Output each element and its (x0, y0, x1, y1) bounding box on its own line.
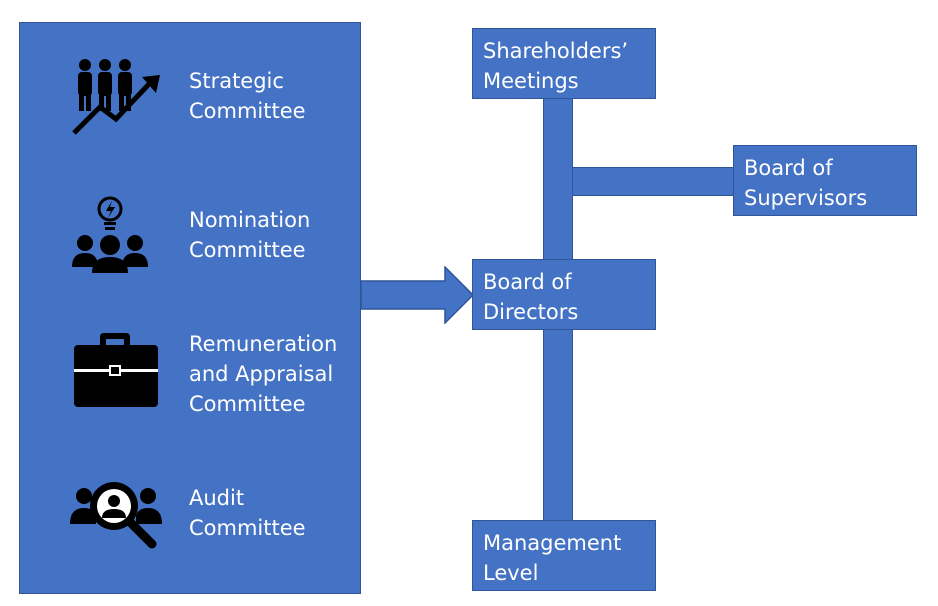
management-level-box: Management Level (472, 520, 656, 591)
node-label-line: Meetings (483, 69, 579, 93)
committee-label-line: Committee (189, 516, 306, 540)
committee-label-line: Nomination (189, 208, 311, 232)
shareholders-meetings-box: Shareholders’ Meetings (472, 28, 656, 99)
board-of-directors-box: Board of Directors (472, 259, 656, 330)
node-label-line: Shareholders’ (483, 39, 629, 63)
audit-search-icon (70, 478, 162, 550)
strategic-committee-label: Strategic Committee (189, 66, 359, 126)
board-of-supervisors-box: Board of Supervisors (733, 145, 917, 216)
supervisors-connector (572, 167, 734, 196)
committee-label-line: Committee (189, 99, 306, 123)
node-label-line: Board of (744, 156, 833, 180)
committees-panel: Strategic Committee Nomination Committee (19, 22, 361, 594)
directors-to-management-connector (543, 329, 573, 521)
committee-label-line: Remuneration (189, 332, 338, 356)
committee-label-line: and Appraisal (189, 362, 334, 386)
nomination-committee-label: Nomination Committee (189, 205, 359, 265)
people-growth-icon (70, 57, 162, 135)
committee-label-line: Committee (189, 238, 306, 262)
node-label-line: Directors (483, 300, 579, 324)
committee-label-line: Committee (189, 392, 306, 416)
team-idea-icon (70, 193, 156, 275)
briefcase-icon (70, 331, 160, 409)
remuneration-committee-label: Remuneration and Appraisal Committee (189, 329, 359, 419)
node-label-line: Management (483, 531, 622, 555)
committee-label-line: Strategic (189, 69, 284, 93)
node-label-line: Board of (483, 270, 572, 294)
node-label-line: Supervisors (744, 186, 868, 210)
audit-committee-label: Audit Committee (189, 483, 359, 543)
committee-label-line: Audit (189, 486, 245, 510)
shareholders-to-directors-connector (543, 98, 573, 260)
node-label-line: Level (483, 561, 539, 585)
panel-to-directors-arrow (361, 266, 475, 324)
